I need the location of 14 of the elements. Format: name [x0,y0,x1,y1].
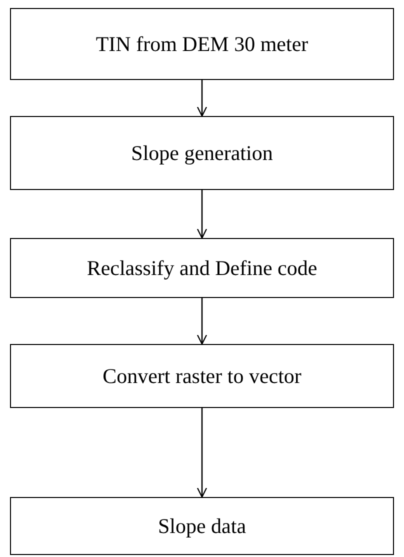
step-label: TIN from DEM 30 meter [96,32,308,56]
arrow [196,80,208,117]
arrow [196,298,208,345]
process-box [10,497,394,555]
process-box [10,8,394,80]
step-label: Reclassify and Define code [86,256,318,280]
process-box [10,344,394,408]
step-label: Slope data [158,514,246,538]
step-label: Convert raster to vector [102,364,302,388]
step-label: Slope generation [131,140,273,166]
arrow [196,408,208,498]
process-box [10,116,394,190]
process-box [10,238,394,298]
arrow [196,190,208,239]
